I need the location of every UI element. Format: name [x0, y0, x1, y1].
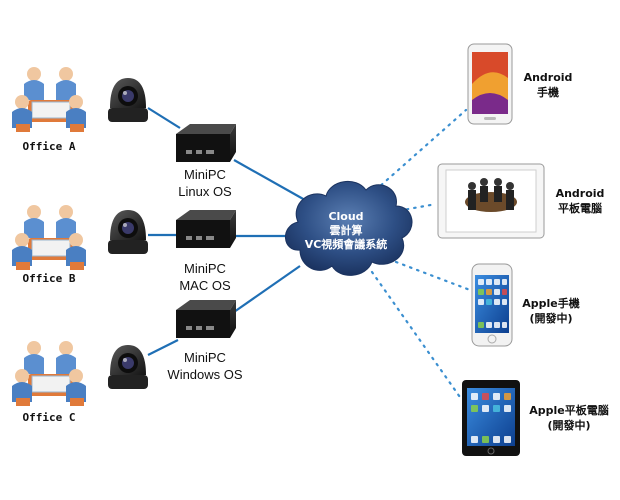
pc-to-cloud-links	[233, 159, 306, 313]
office-c-label: Office C	[22, 411, 76, 424]
minipc-icon	[176, 124, 236, 162]
android-tablet-icon	[437, 163, 545, 239]
ptz-camera-icon	[108, 345, 148, 389]
office-meeting-icon	[12, 67, 86, 132]
office-meeting-icon	[12, 341, 86, 406]
device-line-1: Android	[523, 71, 573, 84]
minipc-name: MiniPC	[184, 350, 226, 365]
device-line-2: (開發中)	[547, 419, 591, 432]
office-b-label: Office B	[22, 272, 76, 285]
cloud-line-2: 雲計算	[329, 224, 363, 237]
apple-tablet-label: Apple平板電腦 (開發中)	[522, 403, 616, 433]
android-tablet-label: Android 平板電腦	[548, 186, 612, 216]
camera-to-pc-links	[147, 107, 181, 356]
link-pc-a-cloud	[233, 159, 306, 201]
link-cloud-android-phone	[368, 108, 468, 197]
apple-tablet-icon	[462, 380, 520, 456]
minipc-icon	[176, 300, 236, 338]
minipc-os: MAC OS	[179, 278, 231, 293]
link-cloud-apple-phone	[394, 260, 472, 292]
minipc-mac-label: MiniPC MAC OS	[150, 260, 260, 294]
office-meeting-icon	[12, 205, 86, 270]
link-cloud-apple-tablet	[370, 270, 464, 402]
device-line-1: Apple手機	[522, 297, 580, 310]
link-cam-c-pc-c	[147, 339, 179, 356]
cloud-line-1: Cloud	[328, 210, 364, 223]
device-line-2: 平板電腦	[558, 202, 602, 215]
cloud-label: Cloud 雲計算 VC視頻會議系統	[286, 210, 406, 252]
cloud-icon	[285, 181, 413, 276]
cloud-line-3: VC視頻會議系統	[304, 238, 388, 251]
minipc-linux-label: MiniPC Linux OS	[150, 166, 260, 200]
link-pc-c-cloud	[233, 265, 301, 313]
office-a-label: Office A	[22, 140, 76, 153]
device-line-2: 手機	[537, 86, 559, 99]
ptz-camera-icon	[108, 210, 148, 254]
minipc-name: MiniPC	[184, 167, 226, 182]
device-line-2: (開發中)	[529, 312, 573, 325]
link-cam-a-pc-a	[147, 107, 181, 129]
minipc-windows-label: MiniPC Windows OS	[150, 349, 260, 383]
android-phone-label: Android 手機	[518, 70, 578, 100]
device-line-1: Android	[555, 187, 605, 200]
apple-phone-icon	[471, 263, 513, 347]
minipc-os: Windows OS	[167, 367, 243, 382]
device-line-1: Apple平板電腦	[529, 404, 609, 417]
minipc-os: Linux OS	[178, 184, 232, 199]
ptz-camera-icon	[108, 78, 148, 122]
apple-phone-label: Apple手機 (開發中)	[516, 296, 586, 326]
minipc-icon	[176, 210, 236, 248]
minipc-name: MiniPC	[184, 261, 226, 276]
android-phone-icon	[467, 43, 513, 125]
